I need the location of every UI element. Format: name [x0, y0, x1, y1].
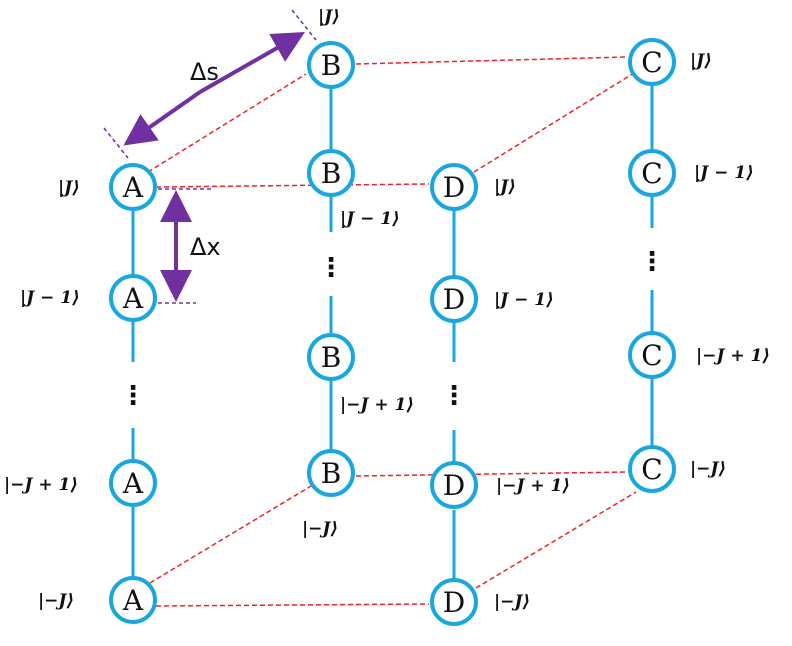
node-circle — [628, 38, 676, 86]
nodes: A A A A B B B B — [109, 38, 676, 626]
delta-s-arrow-group: Δs — [103, 9, 317, 159]
delta-s-arrow-back — [199, 32, 305, 94]
node-circle — [307, 449, 355, 497]
coupling-ab-bottom — [149, 485, 312, 584]
ket-d-top: |J⟩ — [494, 177, 516, 197]
node-circle — [307, 41, 355, 89]
coupling-bc-top — [355, 56, 628, 65]
delta-s-label: Δs — [190, 58, 219, 86]
ket-c-top: |J⟩ — [690, 51, 712, 71]
node-letter: A — [122, 282, 144, 315]
coupling-dc-bottom — [475, 491, 637, 589]
node-circle — [430, 163, 478, 211]
coupling-ad-bottom — [155, 603, 430, 607]
ket-c-bottom: |−J⟩ — [690, 459, 726, 479]
node-a-bottom: A — [109, 576, 157, 624]
node-circle — [109, 274, 157, 322]
node-c-bottom: C — [628, 445, 676, 493]
ket-c-second: |J − 1⟩ — [694, 163, 754, 183]
node-letter: A — [122, 584, 144, 617]
ket-a-bottom: |−J⟩ — [38, 591, 74, 611]
coupling-ad-top — [155, 183, 430, 188]
node-d-second: D — [430, 275, 478, 323]
ellipsis-b: ⋮ — [318, 253, 344, 283]
node-letter: C — [641, 339, 662, 372]
node-letter: B — [321, 457, 342, 490]
node-letter: D — [443, 586, 465, 619]
node-circle — [109, 459, 157, 507]
delta-x-arrow-group: Δx — [158, 188, 221, 304]
ket-d-bottom: |−J⟩ — [494, 592, 530, 612]
node-letter: A — [122, 467, 144, 500]
node-b-top: B — [307, 41, 355, 89]
coupling-dc-top — [473, 72, 635, 173]
delta-x-label: Δx — [190, 233, 221, 261]
node-circle — [628, 149, 676, 197]
ket-b-top: |J⟩ — [318, 7, 340, 27]
ket-a-top: |J⟩ — [58, 178, 80, 198]
ellipses: ⋮ ⋮ ⋮ ⋮ — [120, 247, 665, 411]
node-circle — [307, 333, 355, 381]
node-c-second: C — [628, 149, 676, 197]
node-letter: D — [443, 283, 465, 316]
node-circle — [109, 163, 157, 211]
delta-s-tick-left — [103, 127, 129, 159]
ellipsis-a: ⋮ — [120, 381, 146, 411]
delta-s-arrow — [123, 90, 202, 146]
node-letter: B — [321, 49, 342, 82]
node-letter: B — [321, 341, 342, 374]
ellipsis-d: ⋮ — [441, 381, 467, 411]
node-a-second: A — [109, 274, 157, 322]
ket-b-bottom: |−J⟩ — [302, 519, 338, 539]
node-circle — [430, 578, 478, 626]
node-circle — [628, 331, 676, 379]
node-circle — [307, 149, 355, 197]
ellipsis-c: ⋮ — [639, 247, 665, 277]
coupling-ab-top — [147, 73, 307, 173]
node-letter: C — [641, 453, 662, 486]
ket-labels: |J⟩ |J − 1⟩ |−J + 1⟩ |−J⟩ |J⟩ |J − 1⟩ |−… — [4, 7, 770, 612]
node-a-top: A — [109, 163, 157, 211]
node-b-bottom: B — [307, 449, 355, 497]
node-circle — [430, 461, 478, 509]
ket-d-second: |J − 1⟩ — [494, 290, 554, 310]
node-b-second: B — [307, 149, 355, 197]
ket-a-second: |J − 1⟩ — [20, 288, 80, 308]
node-d-top: D — [430, 163, 478, 211]
node-d-bottom: D — [430, 578, 478, 626]
node-letter: D — [443, 171, 465, 204]
node-circle — [430, 275, 478, 323]
node-circle — [628, 445, 676, 493]
node-b-second-low: B — [307, 333, 355, 381]
node-letter: C — [641, 157, 662, 190]
ket-b-second: |J − 1⟩ — [340, 209, 400, 229]
node-a-second-low: A — [109, 459, 157, 507]
node-letter: D — [443, 469, 465, 502]
coupling-bc-bottom — [355, 471, 628, 477]
node-letter: C — [641, 46, 662, 79]
node-d-second-low: D — [430, 461, 478, 509]
ket-d-second-low: |−J + 1⟩ — [496, 476, 570, 496]
node-c-second-low: C — [628, 331, 676, 379]
node-letter: A — [122, 171, 144, 204]
ket-a-second-low: |−J + 1⟩ — [4, 475, 78, 495]
ket-c-second-low: |−J + 1⟩ — [696, 346, 770, 366]
ket-b-second-low: |−J + 1⟩ — [340, 395, 414, 415]
node-letter: B — [321, 157, 342, 190]
node-c-top: C — [628, 38, 676, 86]
coupling-lines — [147, 56, 637, 607]
node-circle — [109, 576, 157, 624]
chain-lines — [131, 85, 654, 580]
